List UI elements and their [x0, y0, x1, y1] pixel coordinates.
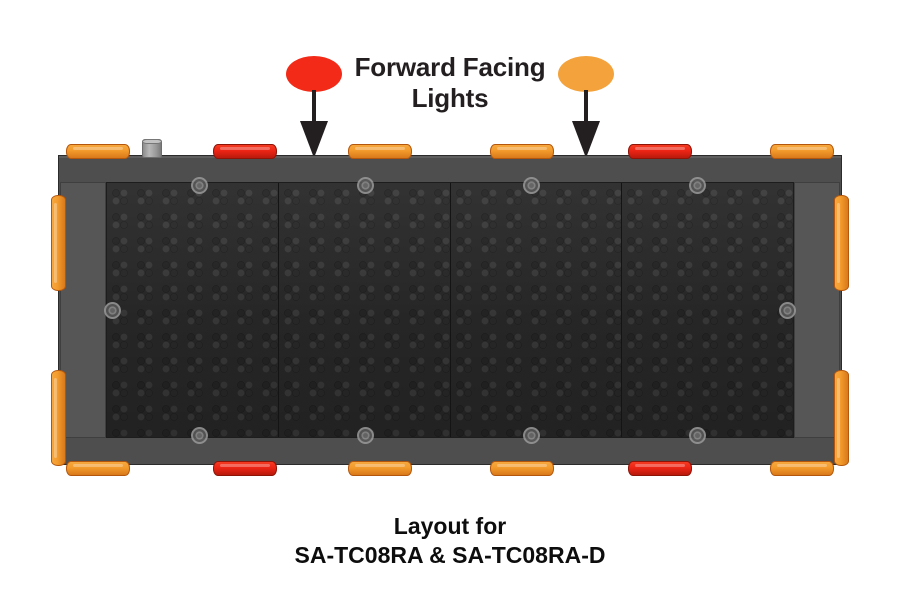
led-panel-area [106, 182, 794, 438]
screw-right-center [779, 302, 796, 319]
screw-bottom-3 [523, 427, 540, 444]
right-side-plate [794, 182, 840, 438]
screw-top-2 [357, 177, 374, 194]
screw-top-3 [523, 177, 540, 194]
bottom-light-4 [490, 461, 554, 476]
screw-top-4 [689, 177, 706, 194]
callout-arrow-amber-icon [572, 90, 600, 158]
legend-amber-light-icon [558, 56, 614, 92]
bottom-light-1 [66, 461, 130, 476]
caption-line-1: Layout for [393, 513, 507, 539]
led-module-1 [107, 183, 279, 437]
bottom-light-5 [628, 461, 692, 476]
led-module-4 [622, 183, 793, 437]
right-side-light-2 [834, 370, 849, 466]
legend-title-line-1: Forward Facing [354, 52, 546, 82]
led-module-2 [278, 183, 451, 437]
legend-title-line-2: Lights [411, 82, 489, 113]
top-light-5 [628, 144, 692, 159]
top-light-3 [348, 144, 412, 159]
screw-left-center [104, 302, 121, 319]
right-side-light-1 [834, 195, 849, 291]
caption-line-2: SA-TC08RA & SA-TC08RA-D [294, 541, 606, 568]
left-side-light-2 [51, 370, 66, 466]
device-diagram [51, 139, 849, 476]
left-side-light-1 [51, 195, 66, 291]
bottom-light-3 [348, 461, 412, 476]
bottom-light-6 [770, 461, 834, 476]
screw-bottom-1 [191, 427, 208, 444]
top-light-6 [770, 144, 834, 159]
diagram-caption: Layout for SA-TC08RA & SA-TC08RA-D [150, 512, 750, 570]
top-light-2 [213, 144, 277, 159]
left-side-plate [60, 182, 106, 438]
bottom-light-2 [213, 461, 277, 476]
top-light-1 [66, 144, 130, 159]
legend-red-light-icon [286, 56, 342, 92]
top-light-4 [490, 144, 554, 159]
legend-title: Forward Facing Lights [330, 52, 570, 113]
screw-top-1 [191, 177, 208, 194]
callout-arrow-red-icon [300, 90, 328, 158]
top-connector-icon [142, 139, 162, 158]
led-module-3 [450, 183, 623, 437]
screw-bottom-2 [357, 427, 374, 444]
screw-bottom-4 [689, 427, 706, 444]
